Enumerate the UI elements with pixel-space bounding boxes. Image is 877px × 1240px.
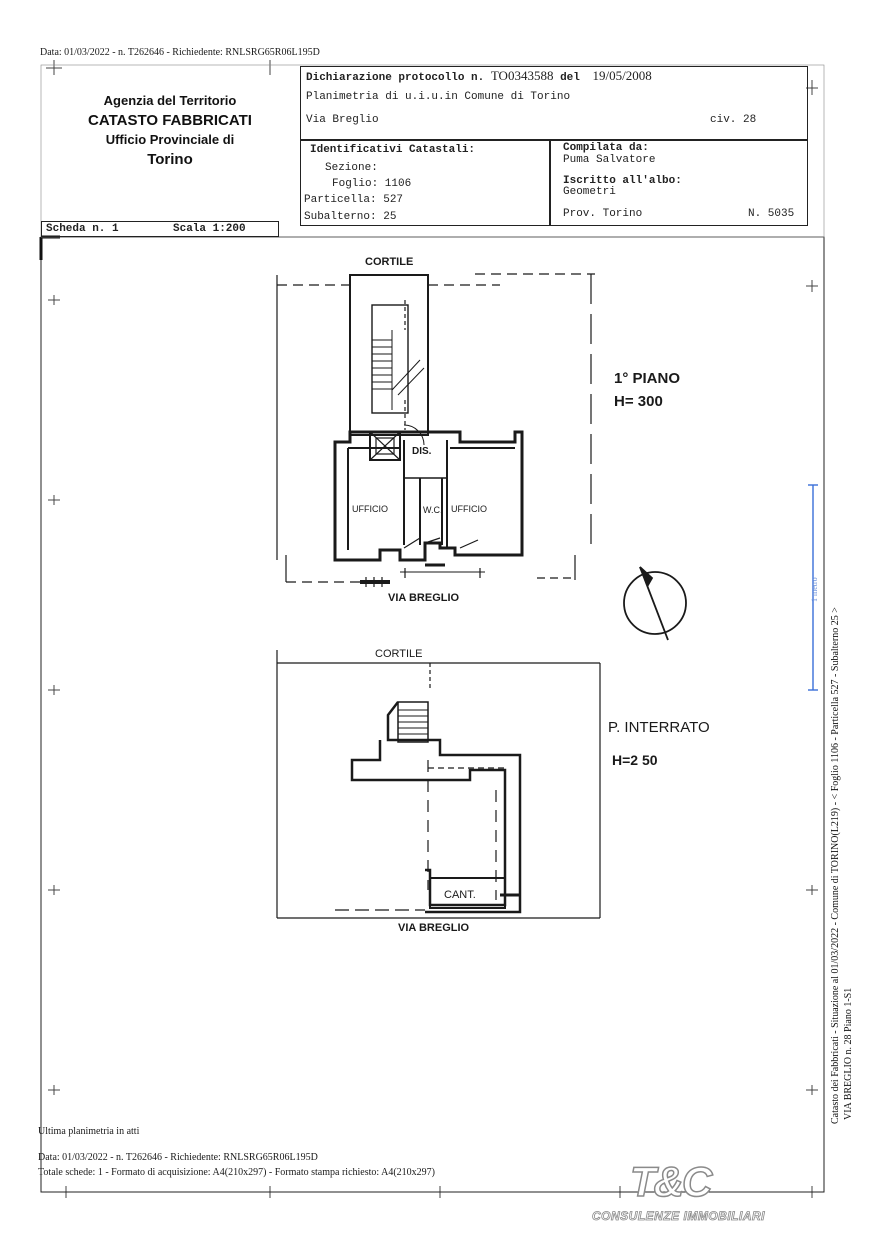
address-street: Via Breglio (306, 114, 379, 126)
room-ufficio-right: UFFICIO (451, 504, 487, 514)
compiler-box (550, 140, 808, 226)
room-dis: DIS. (412, 446, 432, 457)
scale-label: Scala 1:200 (173, 223, 246, 235)
particella-field: Particella: 527 (304, 194, 404, 206)
albo-value: Geometri (563, 186, 616, 198)
albo-label: Iscritto all'albo: (563, 175, 682, 187)
registration-number: N. 5035 (748, 208, 795, 220)
province-field: Prov. Torino (563, 208, 643, 220)
compiler-label: Compilata da: (563, 142, 649, 154)
side-address-text: VIA BREGLIO n. 28 Piano 1-S1 (843, 987, 854, 1120)
floor1-courtyard: CORTILE (365, 256, 414, 268)
plan-title: Planimetria di u.i.u.in Comune di Torino (306, 91, 571, 103)
protocol-number: TO0343588 (490, 68, 554, 83)
agency-name: Agenzia del Territorio (103, 93, 237, 108)
tc-logo-mark: T&C (629, 1157, 713, 1206)
declaration-line: Dichiarazione protocollo n. TO0343588 de… (306, 68, 652, 84)
room-wc: W.C. (423, 505, 443, 515)
floor1-height: H= 300 (614, 393, 663, 410)
basement-height: H=2 50 (612, 752, 658, 768)
identifiers-title: Identificativi Catastali: (310, 144, 476, 156)
scale-stamp: 1 metro (810, 577, 819, 602)
basement-level: P. INTERRATO (608, 719, 710, 736)
room-cant: CANT. (444, 889, 476, 901)
side-situation-text: Catasto dei Fabbricati - Situazione al 0… (830, 607, 841, 1124)
declaration-label: Dichiarazione protocollo n. (306, 72, 485, 84)
footer-schede: Totale schede: 1 - Formato di acquisizio… (38, 1167, 435, 1178)
basement-courtyard: CORTILE (375, 648, 423, 660)
office-city: Torino (147, 151, 193, 168)
top-request-line: Data: 01/03/2022 - n. T262646 - Richiede… (40, 47, 320, 58)
declaration-box (300, 66, 808, 140)
sezione-field: Sezione: (325, 162, 378, 174)
scheda-box (41, 221, 279, 237)
identifiers-box (300, 140, 550, 226)
footer-last-plan: Ultima planimetria in atti (38, 1126, 140, 1137)
floor1-level: 1° PIANO (614, 370, 681, 387)
subalterno-field: Subalterno: 25 (304, 211, 397, 223)
catasto-title: CATASTO FABBRICATI (88, 112, 252, 129)
compiler-name: Puma Salvatore (563, 154, 656, 166)
tc-logo-tagline: CONSULENZE IMMOBILIARI (592, 1209, 765, 1224)
scheda-number: Scheda n. 1 (46, 223, 119, 235)
foglio-field: Foglio: 1106 (332, 178, 412, 190)
office-label: Ufficio Provinciale di (105, 132, 235, 147)
room-ufficio-left: UFFICIO (352, 504, 388, 514)
agency-block: Agenzia del Territorio CATASTO FABBRICAT… (60, 93, 280, 168)
date-label: del (560, 72, 580, 84)
address-civic: civ. 28 (710, 114, 757, 126)
footer-request-line: Data: 01/03/2022 - n. T262646 - Richiede… (38, 1152, 318, 1163)
basement-street: VIA BREGLIO (398, 922, 470, 934)
floor1-street: VIA BREGLIO (388, 592, 460, 604)
declaration-date: 19/05/2008 (592, 68, 652, 83)
